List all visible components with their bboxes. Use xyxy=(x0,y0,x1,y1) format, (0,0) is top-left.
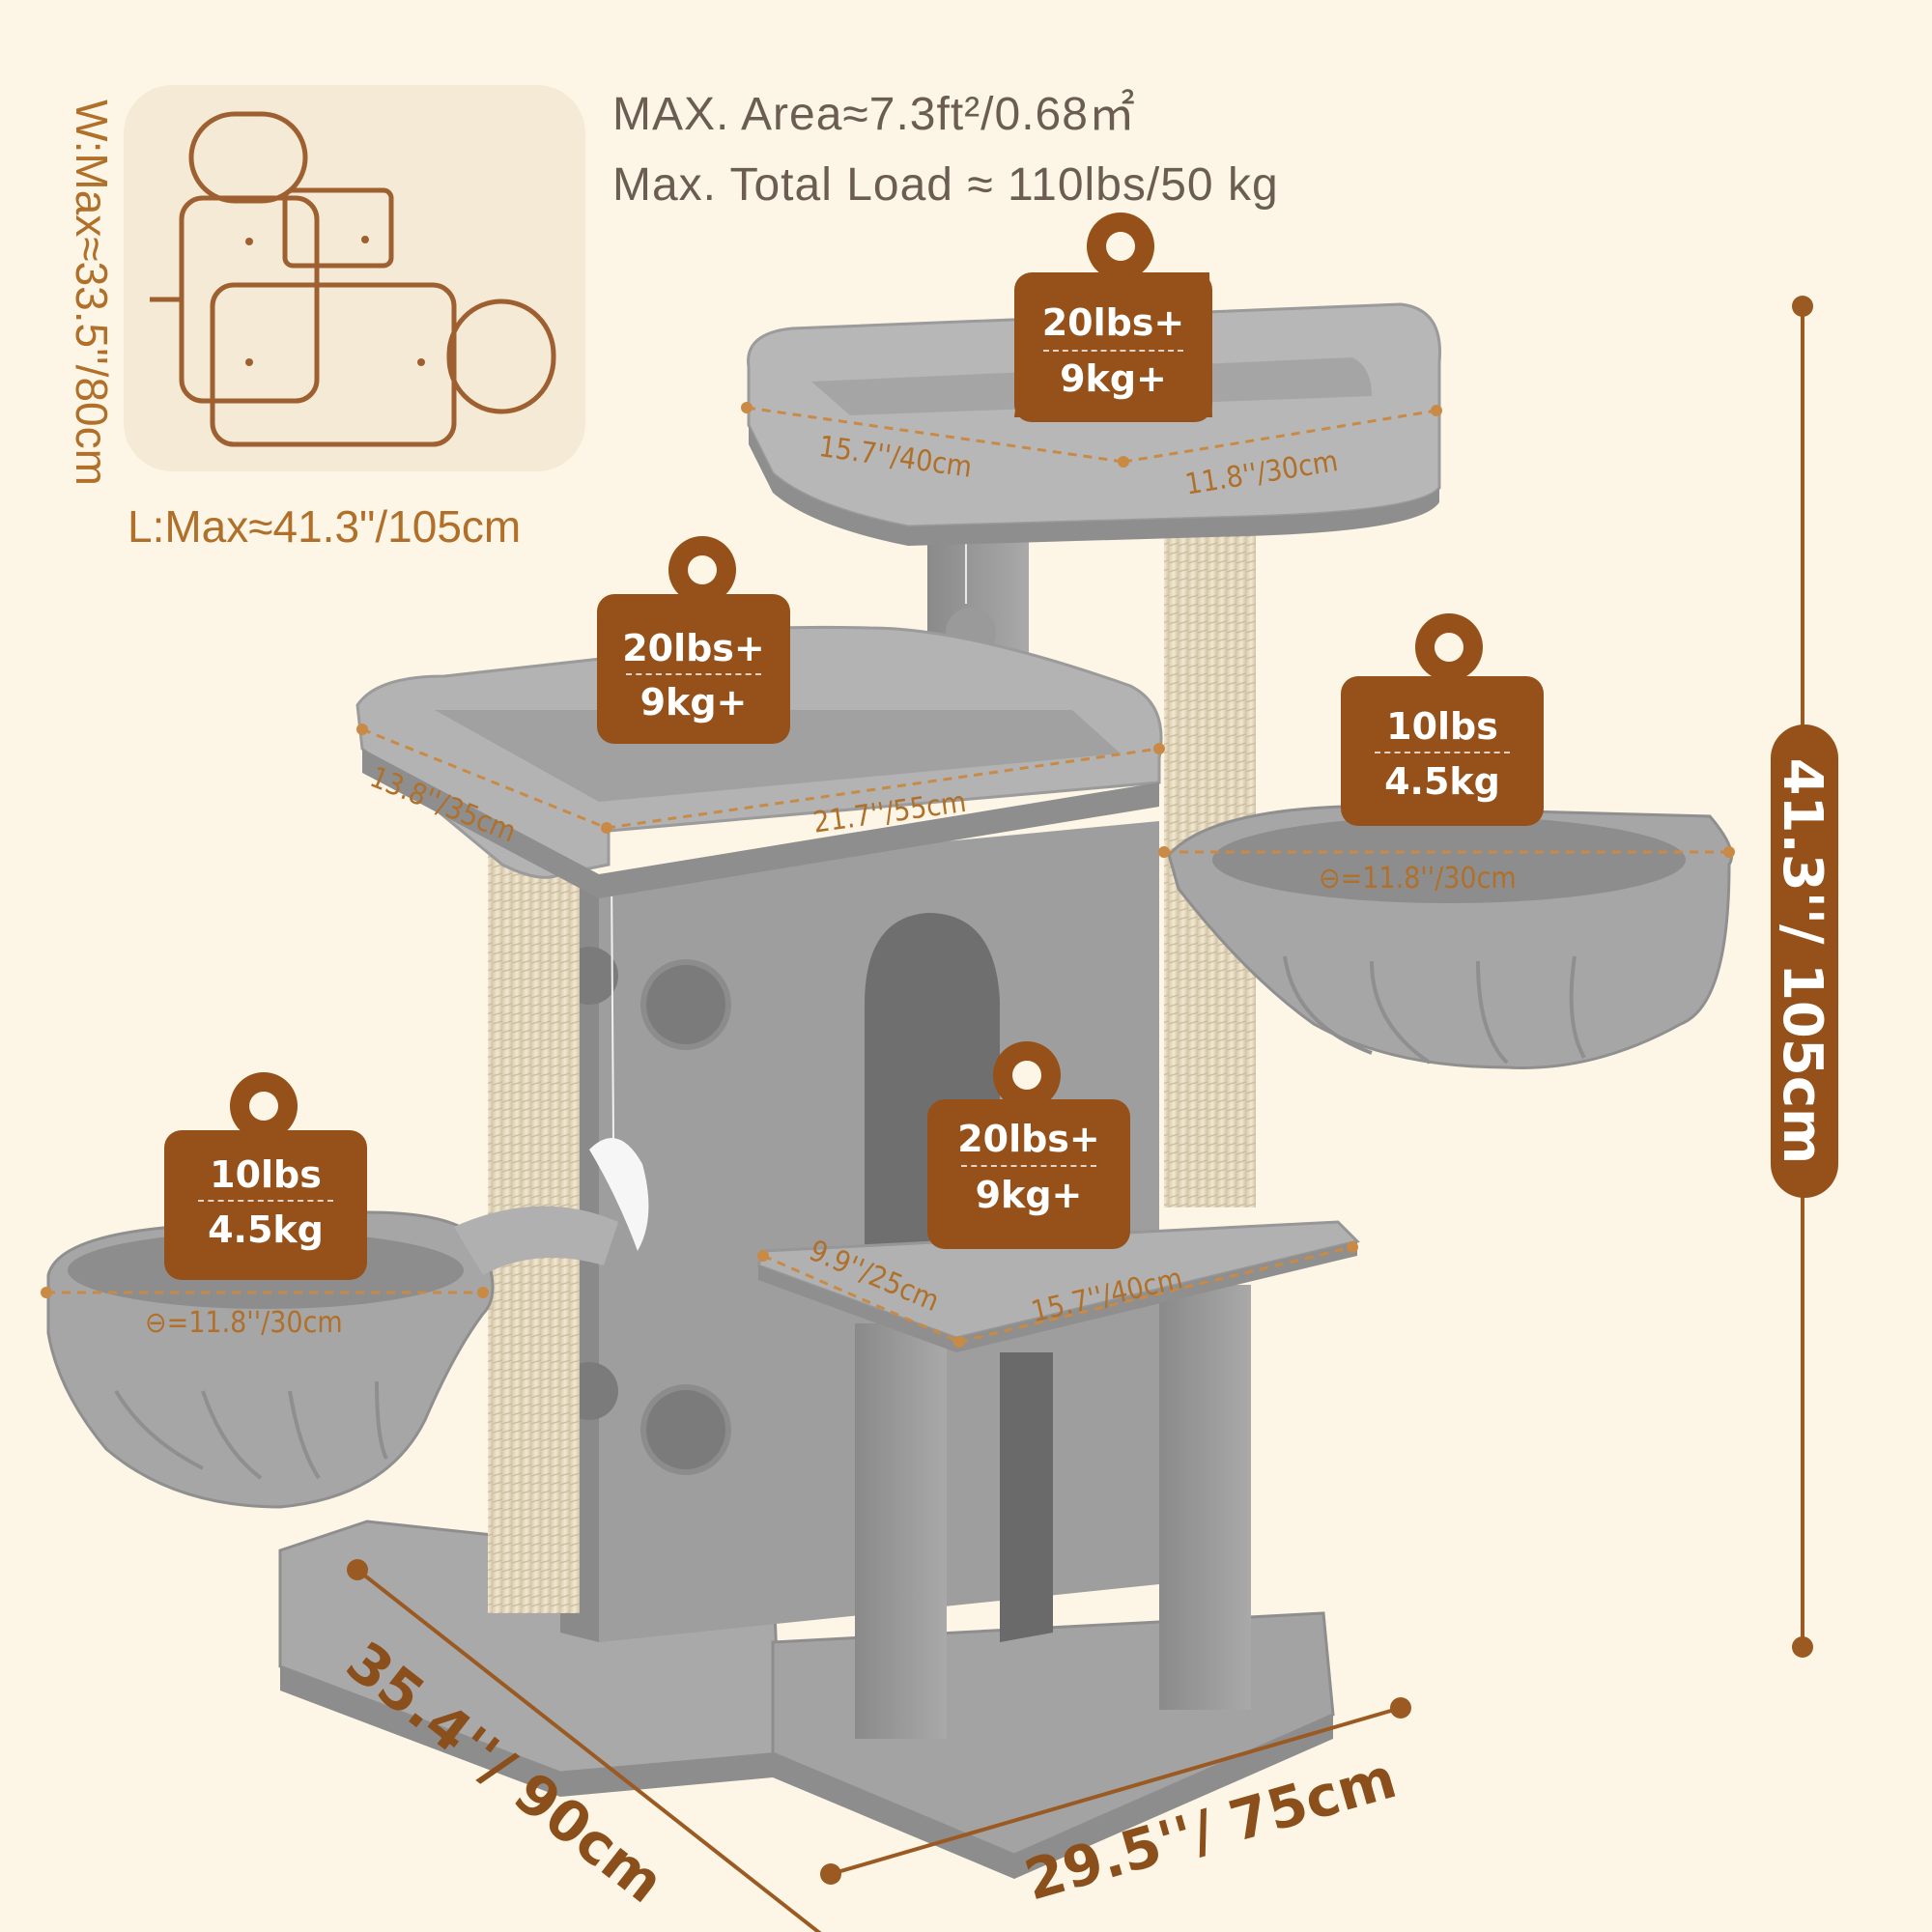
footprint-length-label: L:Max≈41.3"/105cm xyxy=(128,501,522,552)
footprint-diagram xyxy=(124,85,585,471)
lower-platform xyxy=(756,1220,1360,1739)
footprint-width-label: W:Max≈33.5''/80cm xyxy=(67,99,117,486)
base-measures xyxy=(347,1559,1411,1932)
dimension-dots xyxy=(41,402,1735,1348)
weight-tag-middle-platform-lbs: 20lbs+ xyxy=(622,627,765,669)
weight-tag-right-basket-kg: 4.5kg xyxy=(1384,760,1500,803)
weight-tag-lower-platform-kg: 9kg+ xyxy=(975,1174,1083,1216)
weight-tag-right-basket-lbs: 10lbs xyxy=(1386,705,1498,748)
weight-tag-middle-platform-kg: 9kg+ xyxy=(639,681,748,724)
weight-tag-divider xyxy=(961,1165,1096,1167)
weight-tag-divider xyxy=(1043,350,1183,352)
height-measure xyxy=(1771,296,1838,1658)
max-load-text: Max. Total Load ≈ 110lbs/50 kg xyxy=(612,159,1279,211)
weight-tag-left-basket-kg: 4.5kg xyxy=(208,1208,324,1251)
weight-tag-divider xyxy=(198,1200,333,1202)
max-area-text: MAX. Area≈7.3ft²/0.68㎡ xyxy=(612,89,1136,140)
weight-tag-lower-platform-lbs: 20lbs+ xyxy=(957,1118,1100,1160)
weight-tag-divider xyxy=(1375,752,1510,753)
weight-tag-top-perch xyxy=(1014,213,1212,422)
right-basket xyxy=(1167,805,1733,1069)
dimension-lines xyxy=(46,406,1729,1344)
weight-tag-top-perch-kg: 9kg+ xyxy=(1060,357,1167,400)
weight-tag-top-perch-lbs: 20lbs+ xyxy=(1041,301,1185,344)
weight-tag-divider xyxy=(626,673,761,675)
weight-tag-left-basket-lbs: 10lbs xyxy=(210,1153,322,1196)
left-basket-diameter-label: ⊖=11.8''/30cm xyxy=(145,1306,343,1340)
right-basket-diameter-label: ⊖=11.8''/30cm xyxy=(1319,862,1517,895)
total-height-label: 41.3''/ 105cm xyxy=(1771,757,1833,1165)
